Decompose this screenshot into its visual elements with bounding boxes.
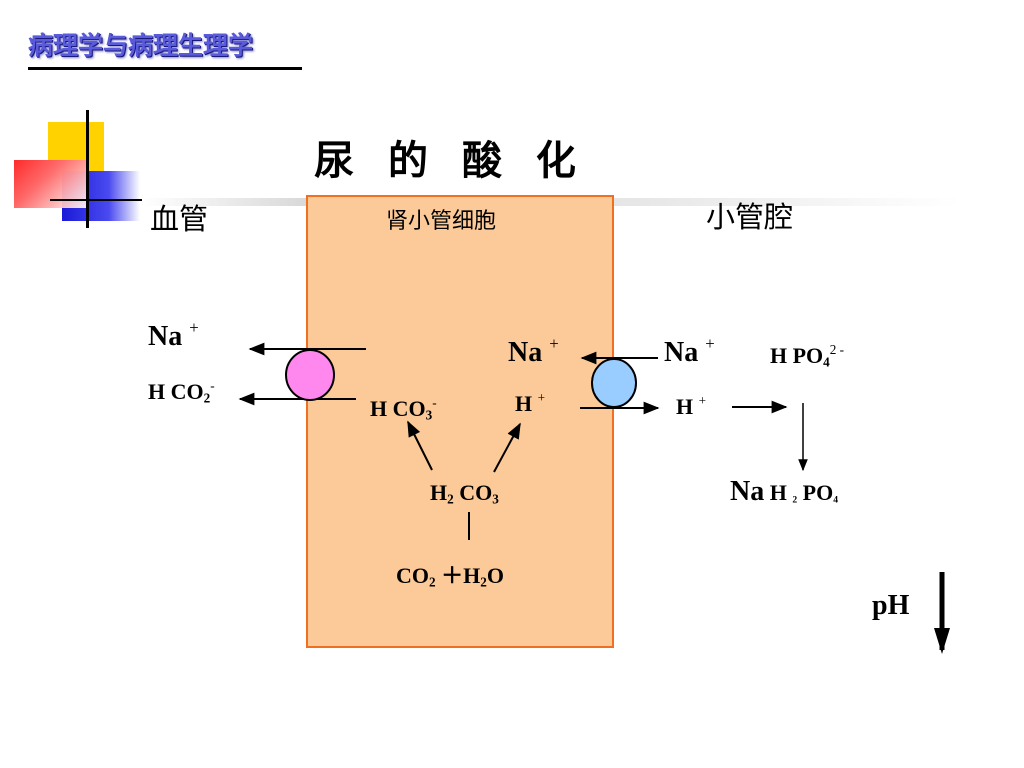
- label-na-cell: Na +: [508, 334, 559, 368]
- apical-transporter: [591, 358, 637, 408]
- label-blood-vessel: 血管: [150, 202, 209, 236]
- basolateral-transporter: [285, 349, 335, 401]
- arrow-to-h: [493, 422, 521, 473]
- label-h-cell: H +: [515, 390, 546, 417]
- arrow-to-hco3: [407, 420, 433, 471]
- slide-title: 尿 的 酸 化: [314, 137, 586, 184]
- label-h-lumen: H +: [676, 393, 707, 420]
- label-nah2po4: Na H 2 PO4: [730, 476, 839, 507]
- course-title: 病理学与病理生理学: [28, 31, 254, 60]
- label-ph: pH: [872, 590, 910, 621]
- tubular-cell-box: [306, 195, 614, 648]
- label-tubule-lumen: 小管腔: [706, 200, 794, 234]
- label-na-lumen: Na +: [664, 334, 715, 368]
- label-hco3-blood: H CO2-: [148, 378, 215, 406]
- label-hco3-cell: H CO3-: [370, 395, 437, 423]
- header-underline: [28, 67, 302, 70]
- label-h2co3: H2 CO3: [430, 480, 499, 507]
- deco-vertical-line: [86, 110, 89, 228]
- deco-horizontal-line: [50, 199, 142, 201]
- ph-down-arrow-icon: [934, 628, 950, 654]
- label-tubular-cell: 肾小管细胞: [386, 209, 497, 234]
- label-co2-h2o: CO2 ＋H2O: [396, 563, 504, 590]
- label-hpo4: H PO42 -: [770, 342, 845, 370]
- label-na-blood: Na +: [148, 318, 199, 352]
